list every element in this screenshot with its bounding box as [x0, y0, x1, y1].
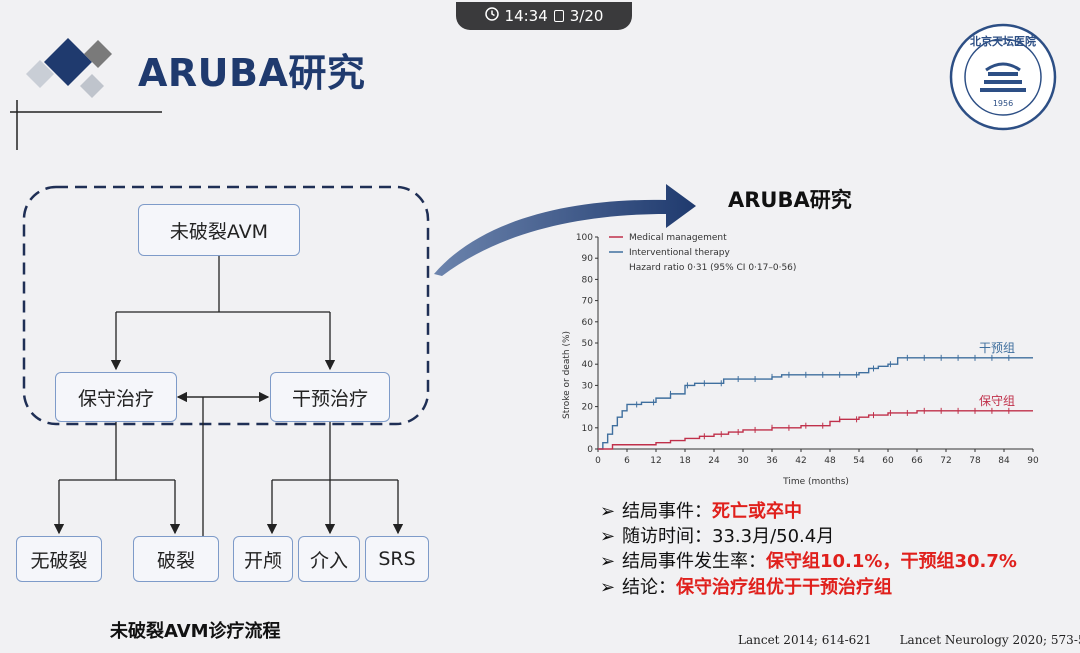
logo-name: 北京天坛医院 — [970, 34, 1036, 48]
bullet-incidence-label: 结局事件发生率： — [622, 551, 766, 572]
x-tick-label: 78 — [969, 456, 981, 466]
chart-xlabel: Time (months) — [782, 477, 849, 487]
logo-year: 1956 — [993, 99, 1013, 108]
bullet-conclusion-label: 结论： — [622, 577, 676, 598]
x-tick-label: 54 — [853, 456, 865, 466]
y-tick-label: 40 — [582, 360, 594, 370]
node-interventional-treatment: 干预治疗 — [270, 372, 390, 422]
x-tick-label: 18 — [679, 456, 691, 466]
legend-interventional: Interventional therapy — [629, 248, 731, 258]
bullet-outcome: ➢ 结局事件：死亡或卒中 — [600, 497, 802, 523]
chart-ylabel: Stroke or death (%) — [562, 331, 572, 419]
reference-1: Lancet 2014; 614-621 — [738, 633, 872, 647]
x-tick-label: 48 — [824, 456, 836, 466]
bullet-arrow-icon: ➢ — [600, 577, 616, 598]
y-tick-label: 20 — [582, 403, 594, 413]
series-label-interventional: 干预组 — [979, 341, 1015, 355]
node-craniotomy: 开颅 — [233, 536, 293, 582]
series-line-interventional — [598, 357, 1033, 450]
decorative-diamonds-icon — [26, 38, 112, 98]
y-tick-label: 100 — [576, 233, 593, 243]
x-tick-label: 72 — [940, 456, 951, 466]
y-tick-label: 50 — [582, 339, 594, 349]
bullet-incidence-value2: 干预组30.7% — [900, 551, 1017, 572]
hospital-logo: 北京天坛医院 1956 — [949, 23, 1057, 131]
x-tick-label: 90 — [1027, 456, 1039, 466]
y-tick-label: 0 — [587, 445, 593, 455]
series-label-medical: 保守组 — [979, 394, 1015, 408]
clock-icon — [484, 7, 499, 25]
bullet-arrow-icon: ➢ — [600, 501, 616, 522]
series-line-medical — [598, 410, 1033, 450]
bullet-arrow-icon: ➢ — [600, 551, 616, 572]
x-tick-label: 42 — [795, 456, 806, 466]
x-tick-label: 0 — [595, 456, 601, 466]
reference-2: Lancet Neurology 2020; 573-581 — [899, 633, 1080, 647]
bullet-arrow-icon: ➢ — [600, 526, 616, 547]
x-tick-label: 66 — [911, 456, 923, 466]
chart-title: ARUBA研究 — [728, 188, 852, 212]
bullet-followup: ➢ 随访时间：33.3月/50.4月 — [600, 522, 834, 548]
y-tick-label: 10 — [582, 424, 594, 434]
y-tick-label: 70 — [582, 297, 594, 307]
x-tick-label: 60 — [882, 456, 894, 466]
legend-hazard-ratio: Hazard ratio 0·31 (95% CI 0·17–0·56) — [629, 263, 796, 273]
node-rupture: 破裂 — [133, 536, 219, 582]
x-tick-label: 6 — [624, 456, 630, 466]
legend-medical: Medical management — [629, 233, 727, 243]
bullet-incidence: ➢ 结局事件发生率：保守组10.1%，干预组30.7% — [600, 547, 1017, 573]
y-tick-label: 90 — [582, 254, 594, 264]
node-intervention: 介入 — [298, 536, 360, 582]
bullet-conclusion-value: 保守治疗组优于干预治疗组 — [676, 577, 892, 598]
bullet-conclusion: ➢ 结论：保守治疗组优于干预治疗组 — [600, 573, 892, 599]
node-srs: SRS — [365, 536, 429, 582]
y-tick-label: 80 — [582, 275, 594, 285]
chart-legend: Medical management Interventional therap… — [609, 233, 796, 273]
y-tick-label: 30 — [582, 381, 594, 391]
x-tick-label: 12 — [650, 456, 661, 466]
x-tick-label: 36 — [766, 456, 778, 466]
flow-connectors — [22, 185, 430, 536]
x-tick-label: 24 — [708, 456, 720, 466]
y-tick-label: 60 — [582, 318, 594, 328]
curved-arrow-icon — [434, 184, 696, 276]
bullet-incidence-value: 保守组10.1%， — [766, 551, 901, 572]
references: Lancet 2014; 614-621 Lancet Neurology 202… — [738, 633, 1080, 647]
node-no-rupture: 无破裂 — [16, 536, 102, 582]
x-tick-label: 84 — [998, 456, 1010, 466]
status-time: 14:34 — [504, 7, 548, 25]
status-page: 3/20 — [569, 7, 604, 25]
node-unruptured-avm: 未破裂AVM — [138, 204, 300, 256]
bullet-outcome-label: 结局事件： — [622, 501, 712, 522]
page-title: ARUBA研究 — [138, 51, 366, 95]
bullet-followup-label: 随访时间：33.3月/50.4月 — [622, 526, 835, 547]
bullet-outcome-value: 死亡或卒中 — [712, 501, 802, 522]
status-pill: 14:34 3/20 — [456, 2, 632, 30]
flow-caption: 未破裂AVM诊疗流程 — [110, 621, 281, 642]
page-icon — [553, 10, 564, 22]
x-tick-label: 30 — [737, 456, 749, 466]
title-rule — [10, 100, 162, 150]
km-chart: Stroke or death (%) Time (months) Medica… — [562, 233, 1039, 487]
node-conservative-treatment: 保守治疗 — [55, 372, 177, 422]
